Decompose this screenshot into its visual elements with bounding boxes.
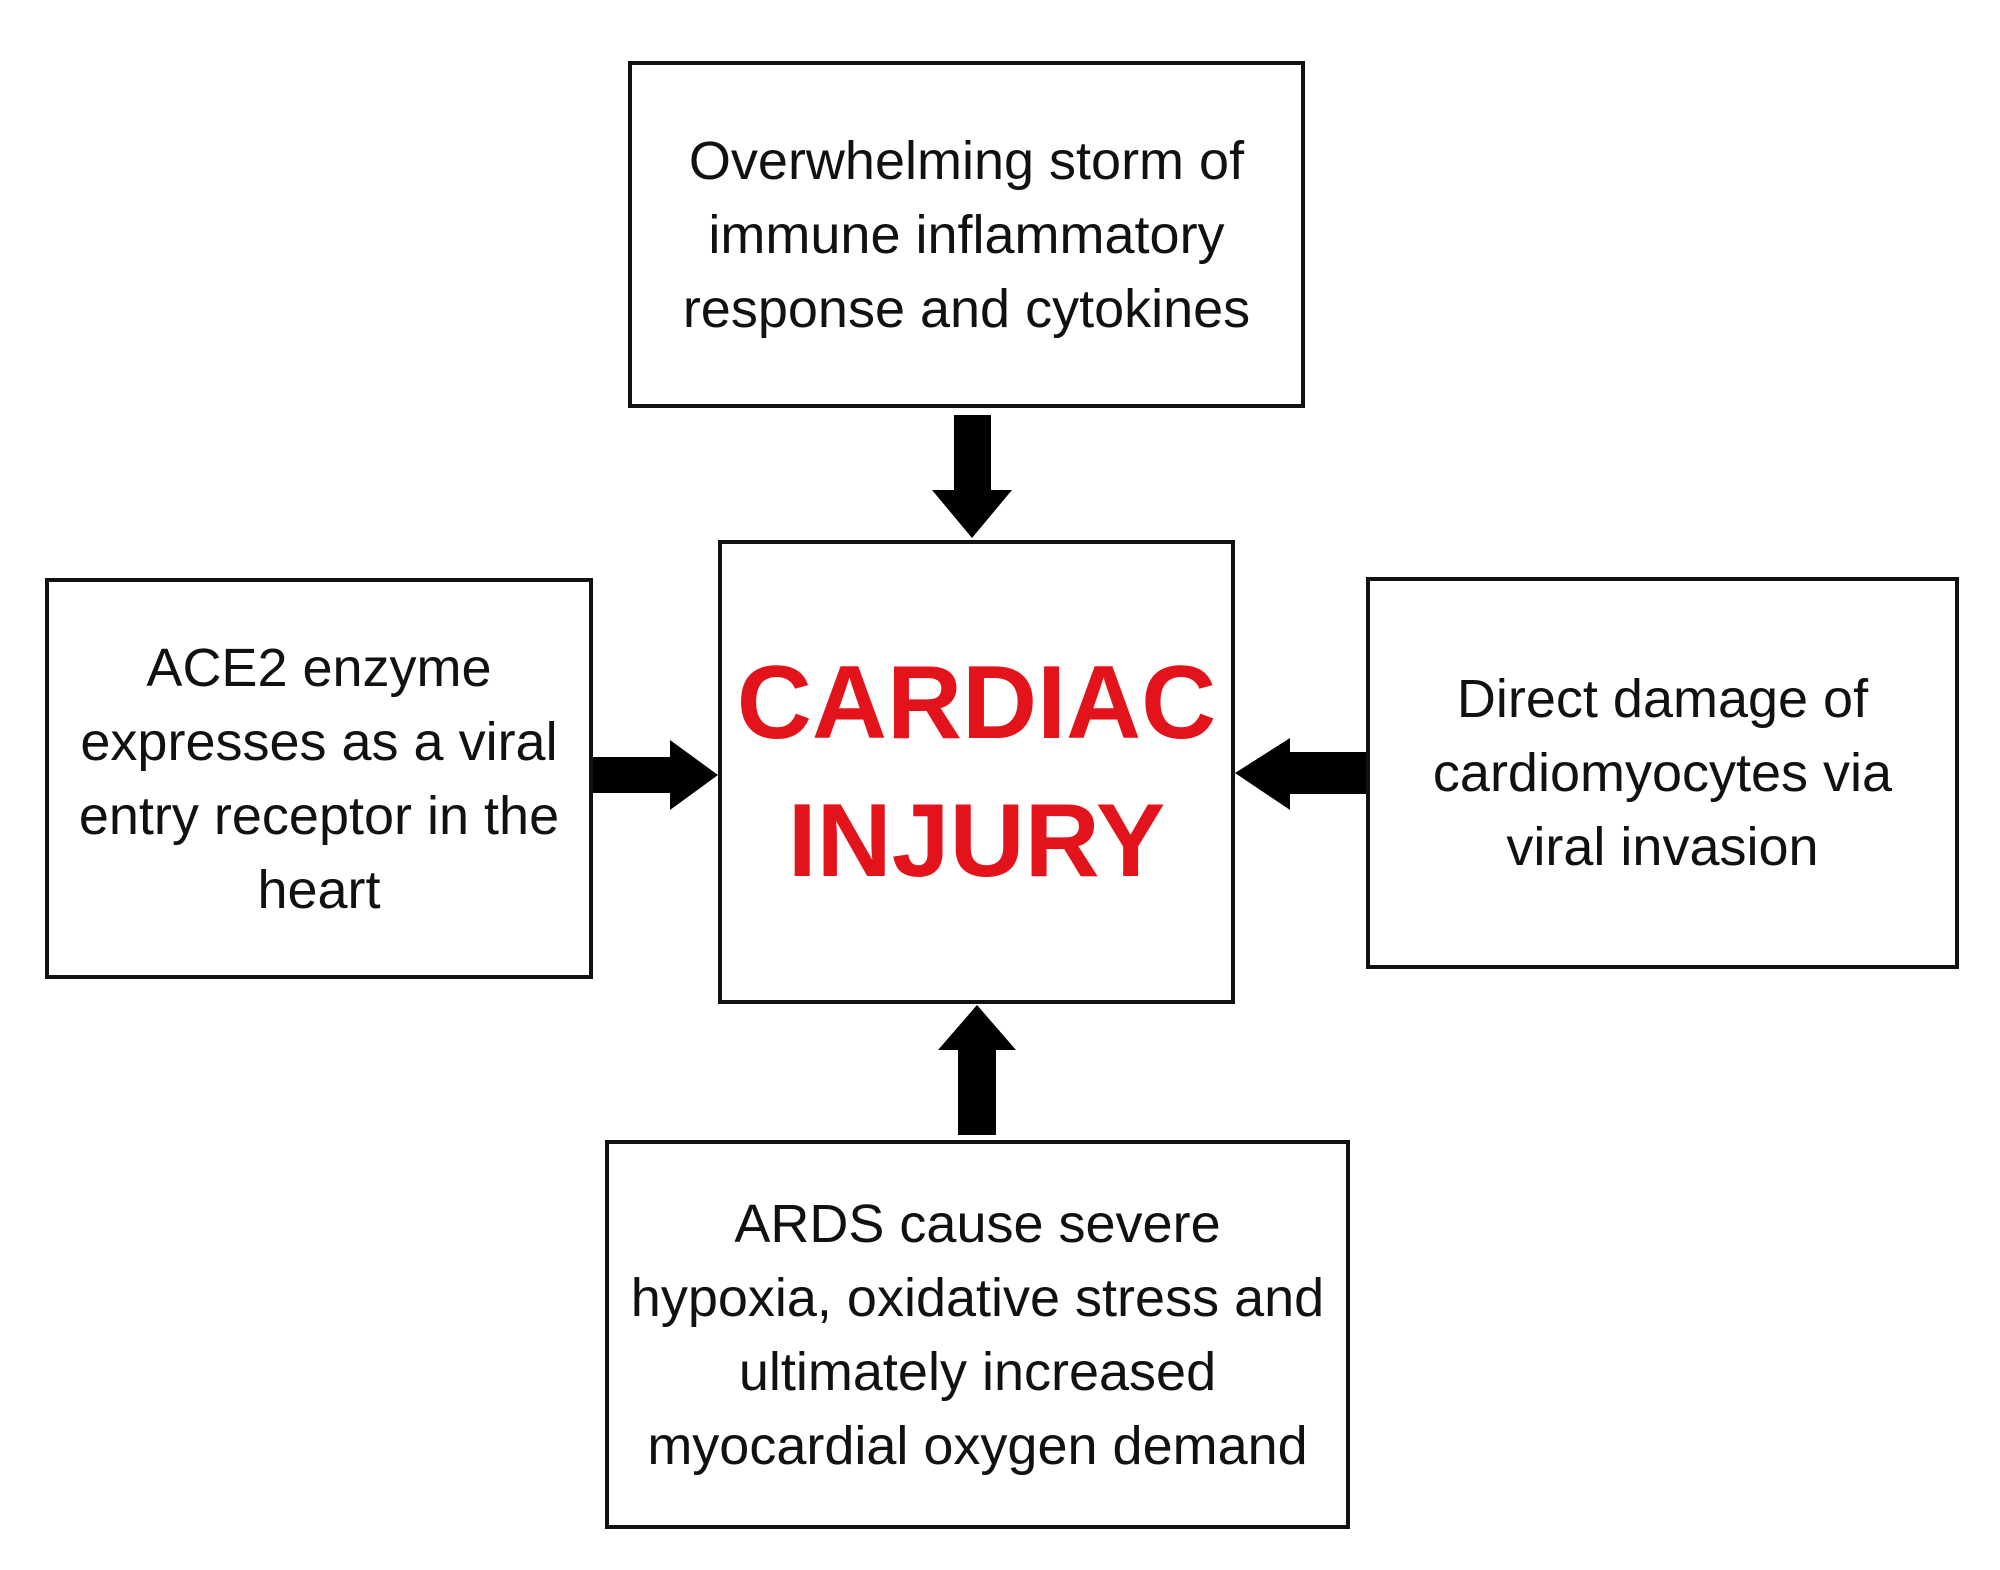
arrow-top-to-center [932, 415, 1012, 538]
bottom-cause-text: ARDS cause severe hypoxia, oxidative str… [630, 1193, 1325, 1476]
center-title-line2: INJURY [787, 783, 1166, 899]
arrow-bottom-to-center [938, 1005, 1016, 1135]
right-cause-box: Direct damage of cardiomyocytes via vira… [1366, 577, 1959, 969]
top-cause-box: Overwhelming storm of immune inflammator… [628, 61, 1305, 408]
right-cause-text: Direct damage of cardiomyocytes via vira… [1432, 669, 1893, 877]
bottom-cause-box: ARDS cause severe hypoxia, oxidative str… [605, 1140, 1350, 1529]
arrow-left-to-center [592, 740, 718, 810]
arrow-right-to-center [1235, 738, 1366, 810]
top-cause-text: Overwhelming storm of immune inflammator… [682, 130, 1251, 339]
center-title-line1: CARDIAC [736, 645, 1217, 761]
left-cause-text: ACE2 enzyme expresses as a viral entry r… [78, 637, 560, 920]
center-box: CARDIAC INJURY [718, 540, 1235, 1004]
left-cause-box: ACE2 enzyme expresses as a viral entry r… [45, 578, 593, 979]
